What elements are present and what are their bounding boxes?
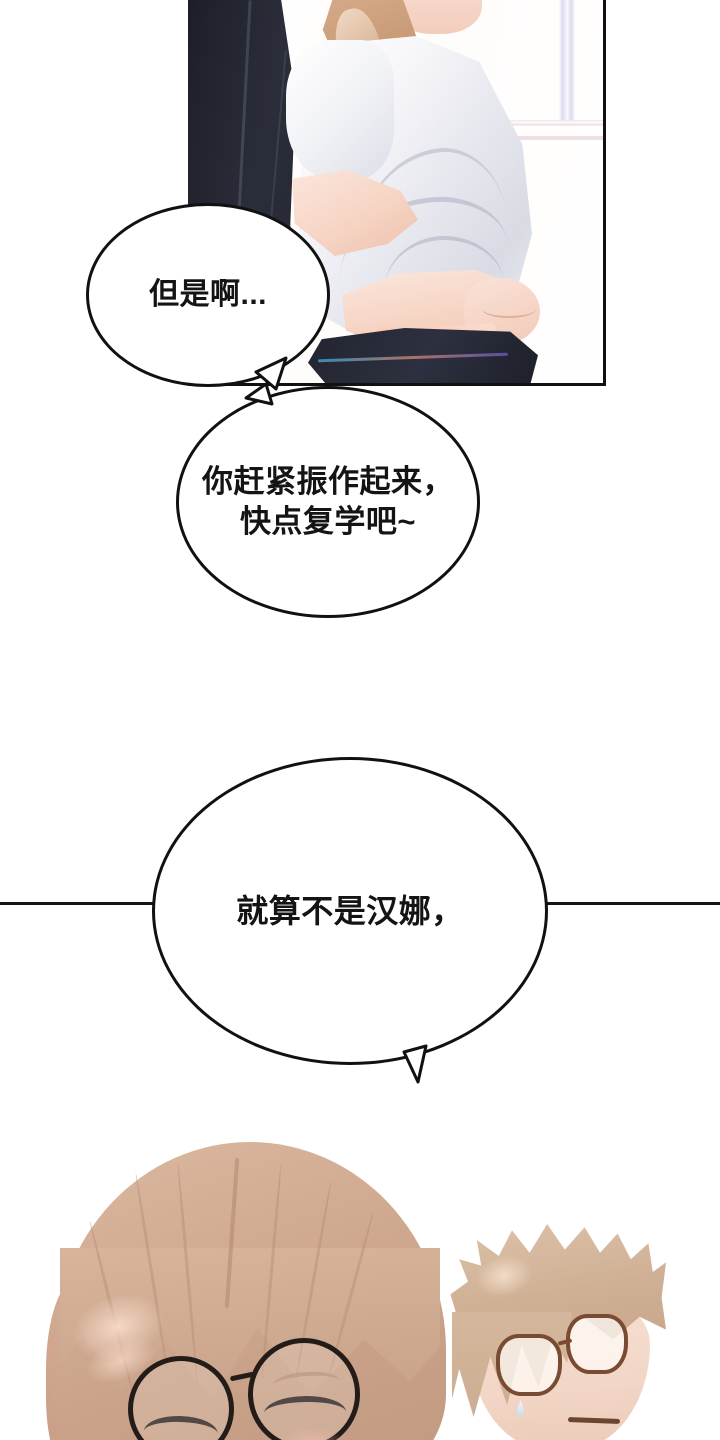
speech-bubble-2: 你赶紧振作起来， 快点复学吧~	[176, 386, 480, 618]
girl-glasses-right-lens	[248, 1338, 360, 1440]
boy-glasses-left-lens	[496, 1334, 562, 1396]
boy-glasses-right-lens	[566, 1314, 628, 1374]
tshirt-sleeve	[286, 40, 394, 180]
speech-bubble-3-text: 就算不是汉娜，	[236, 892, 464, 929]
girl-cheek-blush	[282, 1428, 342, 1440]
boy-jawline	[478, 1428, 628, 1440]
speech-bubble-2-text: 你赶紧振作起来， 快点复学吧~	[202, 464, 454, 539]
window-frame-icon	[559, 0, 575, 121]
girl-glasses-left-lens	[128, 1356, 234, 1440]
speech-bubble-3: 就算不是汉娜，	[152, 757, 548, 1065]
sweat-drop-icon	[517, 1400, 524, 1416]
speech-bubble-1: 但是啊...	[86, 203, 330, 387]
speech-bubble-1-text: 但是啊...	[148, 277, 267, 311]
panel-bottom	[0, 1128, 720, 1440]
tshirt-fold	[384, 236, 504, 310]
hand-finger-line	[482, 300, 536, 318]
